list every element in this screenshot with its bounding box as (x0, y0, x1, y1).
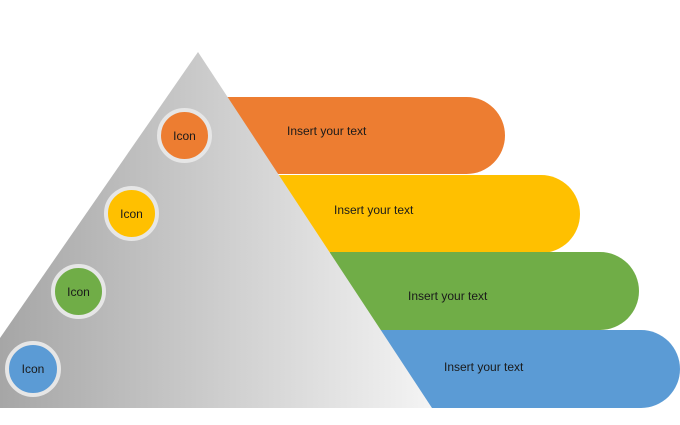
level-3-icon-circle: Icon (51, 264, 106, 319)
level-1-band (226, 97, 505, 174)
level-1-icon-circle: Icon (157, 108, 212, 163)
level-3-band (330, 252, 639, 330)
level-4-text: Insert your text (444, 360, 524, 374)
level-3-text: Insert your text (408, 289, 488, 303)
level-1-icon-label: Icon (173, 128, 196, 143)
level-3-icon-label: Icon (67, 284, 90, 299)
level-4-icon-label: Icon (21, 362, 45, 376)
level-2-band (276, 175, 580, 253)
level-1-text: Insert your text (287, 124, 367, 138)
level-2-icon-label: Icon (120, 206, 143, 221)
level-4-icon-circle: Icon (5, 341, 61, 397)
level-2-text: Insert your text (334, 203, 414, 217)
level-2-icon-circle: Icon (104, 186, 159, 241)
